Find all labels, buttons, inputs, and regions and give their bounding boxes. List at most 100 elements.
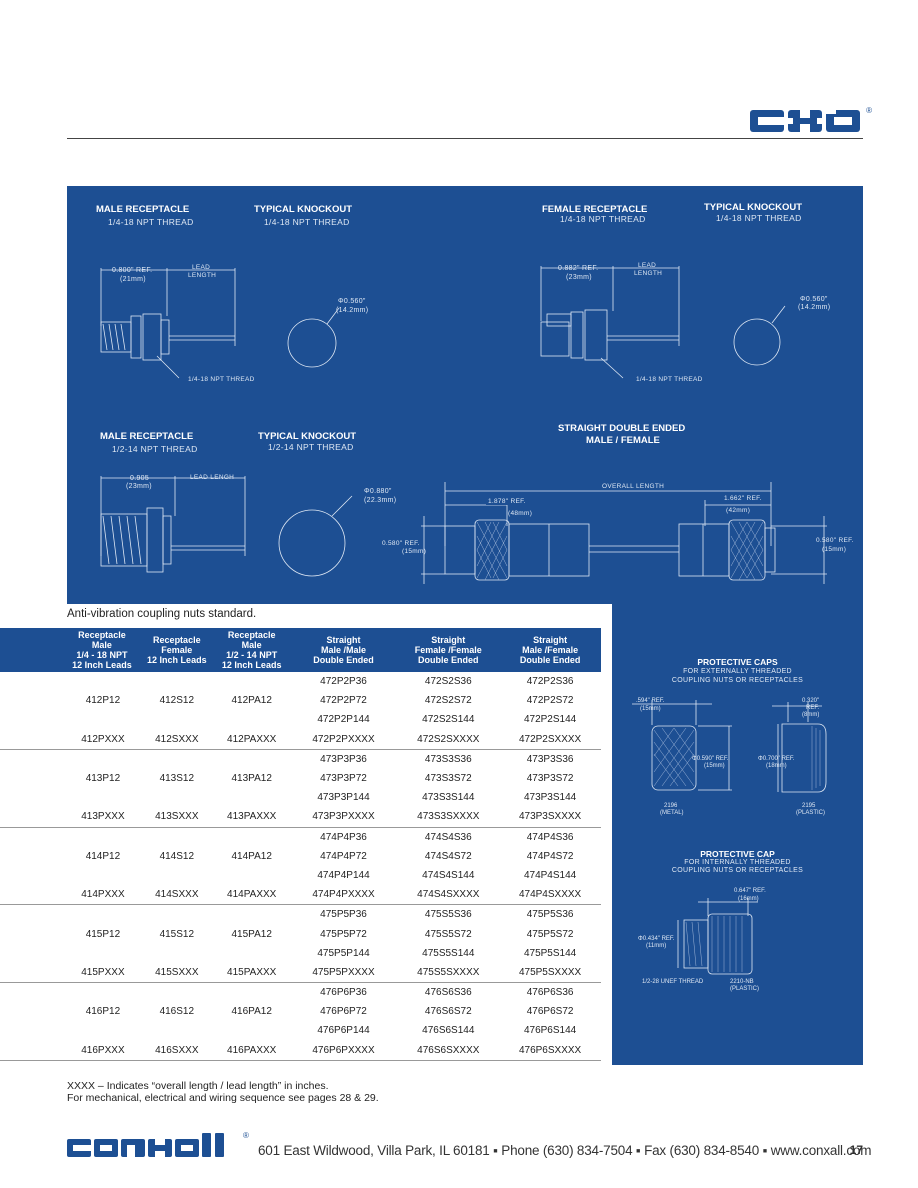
table-cell: 412PA12 xyxy=(231,695,272,707)
cap3-part: 2210-NB xyxy=(730,979,754,985)
table-cell: 415S12 xyxy=(159,928,195,940)
table-cell: 473S3S72 xyxy=(424,773,472,785)
table-cell xyxy=(214,983,290,1003)
table-cell: 475P5PXXXX xyxy=(289,962,398,983)
knockout-14-left-title: TYPICAL KNOCKOUT xyxy=(254,204,352,215)
table-cell: 472S2S144 xyxy=(422,714,475,726)
table-cell: 472P2P72 xyxy=(320,695,367,707)
cap-internal-sub-1: FOR INTERNALLY THREADED xyxy=(684,859,791,866)
table-cell: 473P3SXXXX xyxy=(499,807,601,828)
table-cell xyxy=(214,1021,290,1040)
conxall-logo: ® xyxy=(67,1131,249,1164)
footer-contact: 601 East Wildwood, Villa Park, IL 60181 … xyxy=(258,1143,872,1158)
table-cell: 474S4S144 xyxy=(422,869,475,881)
female-receptacle-14-sub: 1/4-18 NPT THREAD xyxy=(560,214,646,224)
header-line: Male xyxy=(241,640,262,650)
table-cell: 414P12 xyxy=(85,850,121,862)
table-cell xyxy=(0,983,140,1003)
table-cell: 416SXXX xyxy=(139,1040,214,1061)
cap1-ref: .594" REF. xyxy=(636,698,665,704)
table-cell xyxy=(214,672,290,691)
table-cell xyxy=(214,788,290,807)
table-cell xyxy=(140,905,214,925)
table-cell: 474S4S36 xyxy=(424,831,472,843)
table-cell: 473P3PXXXX xyxy=(289,807,398,828)
caps-panel xyxy=(612,604,863,1065)
male-receptacle-14-title: MALE RECEPTACLE xyxy=(96,204,190,215)
header-line: Double Ended xyxy=(519,655,581,665)
dim-male12-ref: 0.905 xyxy=(130,475,150,482)
straight-double-title: STRAIGHT DOUBLE ENDED xyxy=(558,423,686,434)
table-cell: 472P2P36 xyxy=(320,676,367,688)
table-cell xyxy=(214,827,290,847)
female-receptacle-14-drawing xyxy=(540,266,680,379)
cap3-thread: 1/2-28 UNEF THREAD xyxy=(642,979,704,985)
table-cell: 472S2S36 xyxy=(424,676,472,688)
table-cell xyxy=(214,749,290,769)
cap1-mm: (15mm) xyxy=(640,706,661,712)
table-cell: 474P4P72 xyxy=(320,850,367,862)
table-cell: 416P12 xyxy=(85,1006,121,1018)
table-cell: 414SXXX xyxy=(139,885,214,906)
table-cell: 475P5P36 xyxy=(320,909,367,921)
cap2-ref: 0.320" xyxy=(802,698,820,704)
cap2-dia: Φ0.700" REF. xyxy=(758,756,795,762)
dim-dia-left-mm: (15mm) xyxy=(402,548,427,555)
caps-sub-1: FOR EXTERNALLY THREADED xyxy=(683,668,792,675)
caps-sub-2: COUPLING NUTS OR RECEPTACLES xyxy=(671,677,804,684)
table-cell: 413PAXXX xyxy=(213,807,290,828)
table-cell: 415PAXXX xyxy=(213,962,290,983)
table-cell xyxy=(0,866,140,885)
cap2-material: (PLASTIC) xyxy=(796,810,826,816)
table-cell: 475S5S72 xyxy=(424,928,472,940)
table-cell xyxy=(0,710,140,729)
table-cell: 476S6S36 xyxy=(424,987,472,999)
cap2-dia-mm: (18mm) xyxy=(766,763,787,769)
table-cell: 474P4S72 xyxy=(526,850,574,862)
header-line: Straight xyxy=(533,635,568,645)
table-cell: 473P3P144 xyxy=(317,792,370,804)
cap3-dia-mm: (11mm) xyxy=(646,943,667,949)
table-cell: 413P12 xyxy=(85,773,121,785)
cap3-mm: (16mm) xyxy=(738,896,759,902)
cap1-material: (METAL) xyxy=(660,810,684,816)
table-cell xyxy=(140,788,214,807)
table-cell: 475S5S144 xyxy=(422,947,475,959)
table-cell xyxy=(0,905,140,925)
dim-female14-lead: LEAD xyxy=(638,262,657,269)
header-line: Receptacle xyxy=(227,630,276,640)
table-cell: 473P3S72 xyxy=(526,773,574,785)
header-line: Straight xyxy=(326,635,361,645)
male-receptacle-12-sub: 1/2-14 NPT THREAD xyxy=(112,444,198,454)
table-cell: 412SXXX xyxy=(139,729,214,750)
table-cell: 413PA12 xyxy=(231,773,272,785)
dim-male14-thread: 1/4-18 NPT THREAD xyxy=(188,376,255,383)
male-receptacle-14-drawing xyxy=(100,268,236,379)
header-line: 12 Inch Leads xyxy=(72,660,132,670)
dim-female14-thread: 1/4-18 NPT THREAD xyxy=(636,376,703,383)
table-cell xyxy=(214,905,290,925)
table-cell: 475P5SXXXX xyxy=(499,962,601,983)
table-cell: 475P5S36 xyxy=(526,909,574,921)
table-cell xyxy=(214,944,290,963)
dim-ko14r-dia: Φ0.560" xyxy=(800,296,828,303)
header-rule xyxy=(67,138,863,139)
knockout-14-left-sub: 1/4-18 NPT THREAD xyxy=(264,217,350,227)
table-cell xyxy=(0,1021,140,1040)
table-cell: 415P12 xyxy=(85,928,121,940)
table-cell xyxy=(140,672,214,691)
cap-internal-drawing xyxy=(677,898,758,975)
header-line: 12 Inch Leads xyxy=(221,660,282,670)
table-cell: 474P4S36 xyxy=(526,831,574,843)
table-cell: 473S3S144 xyxy=(422,792,475,804)
knockout-14-right-sub: 1/4-18 NPT THREAD xyxy=(716,213,802,223)
